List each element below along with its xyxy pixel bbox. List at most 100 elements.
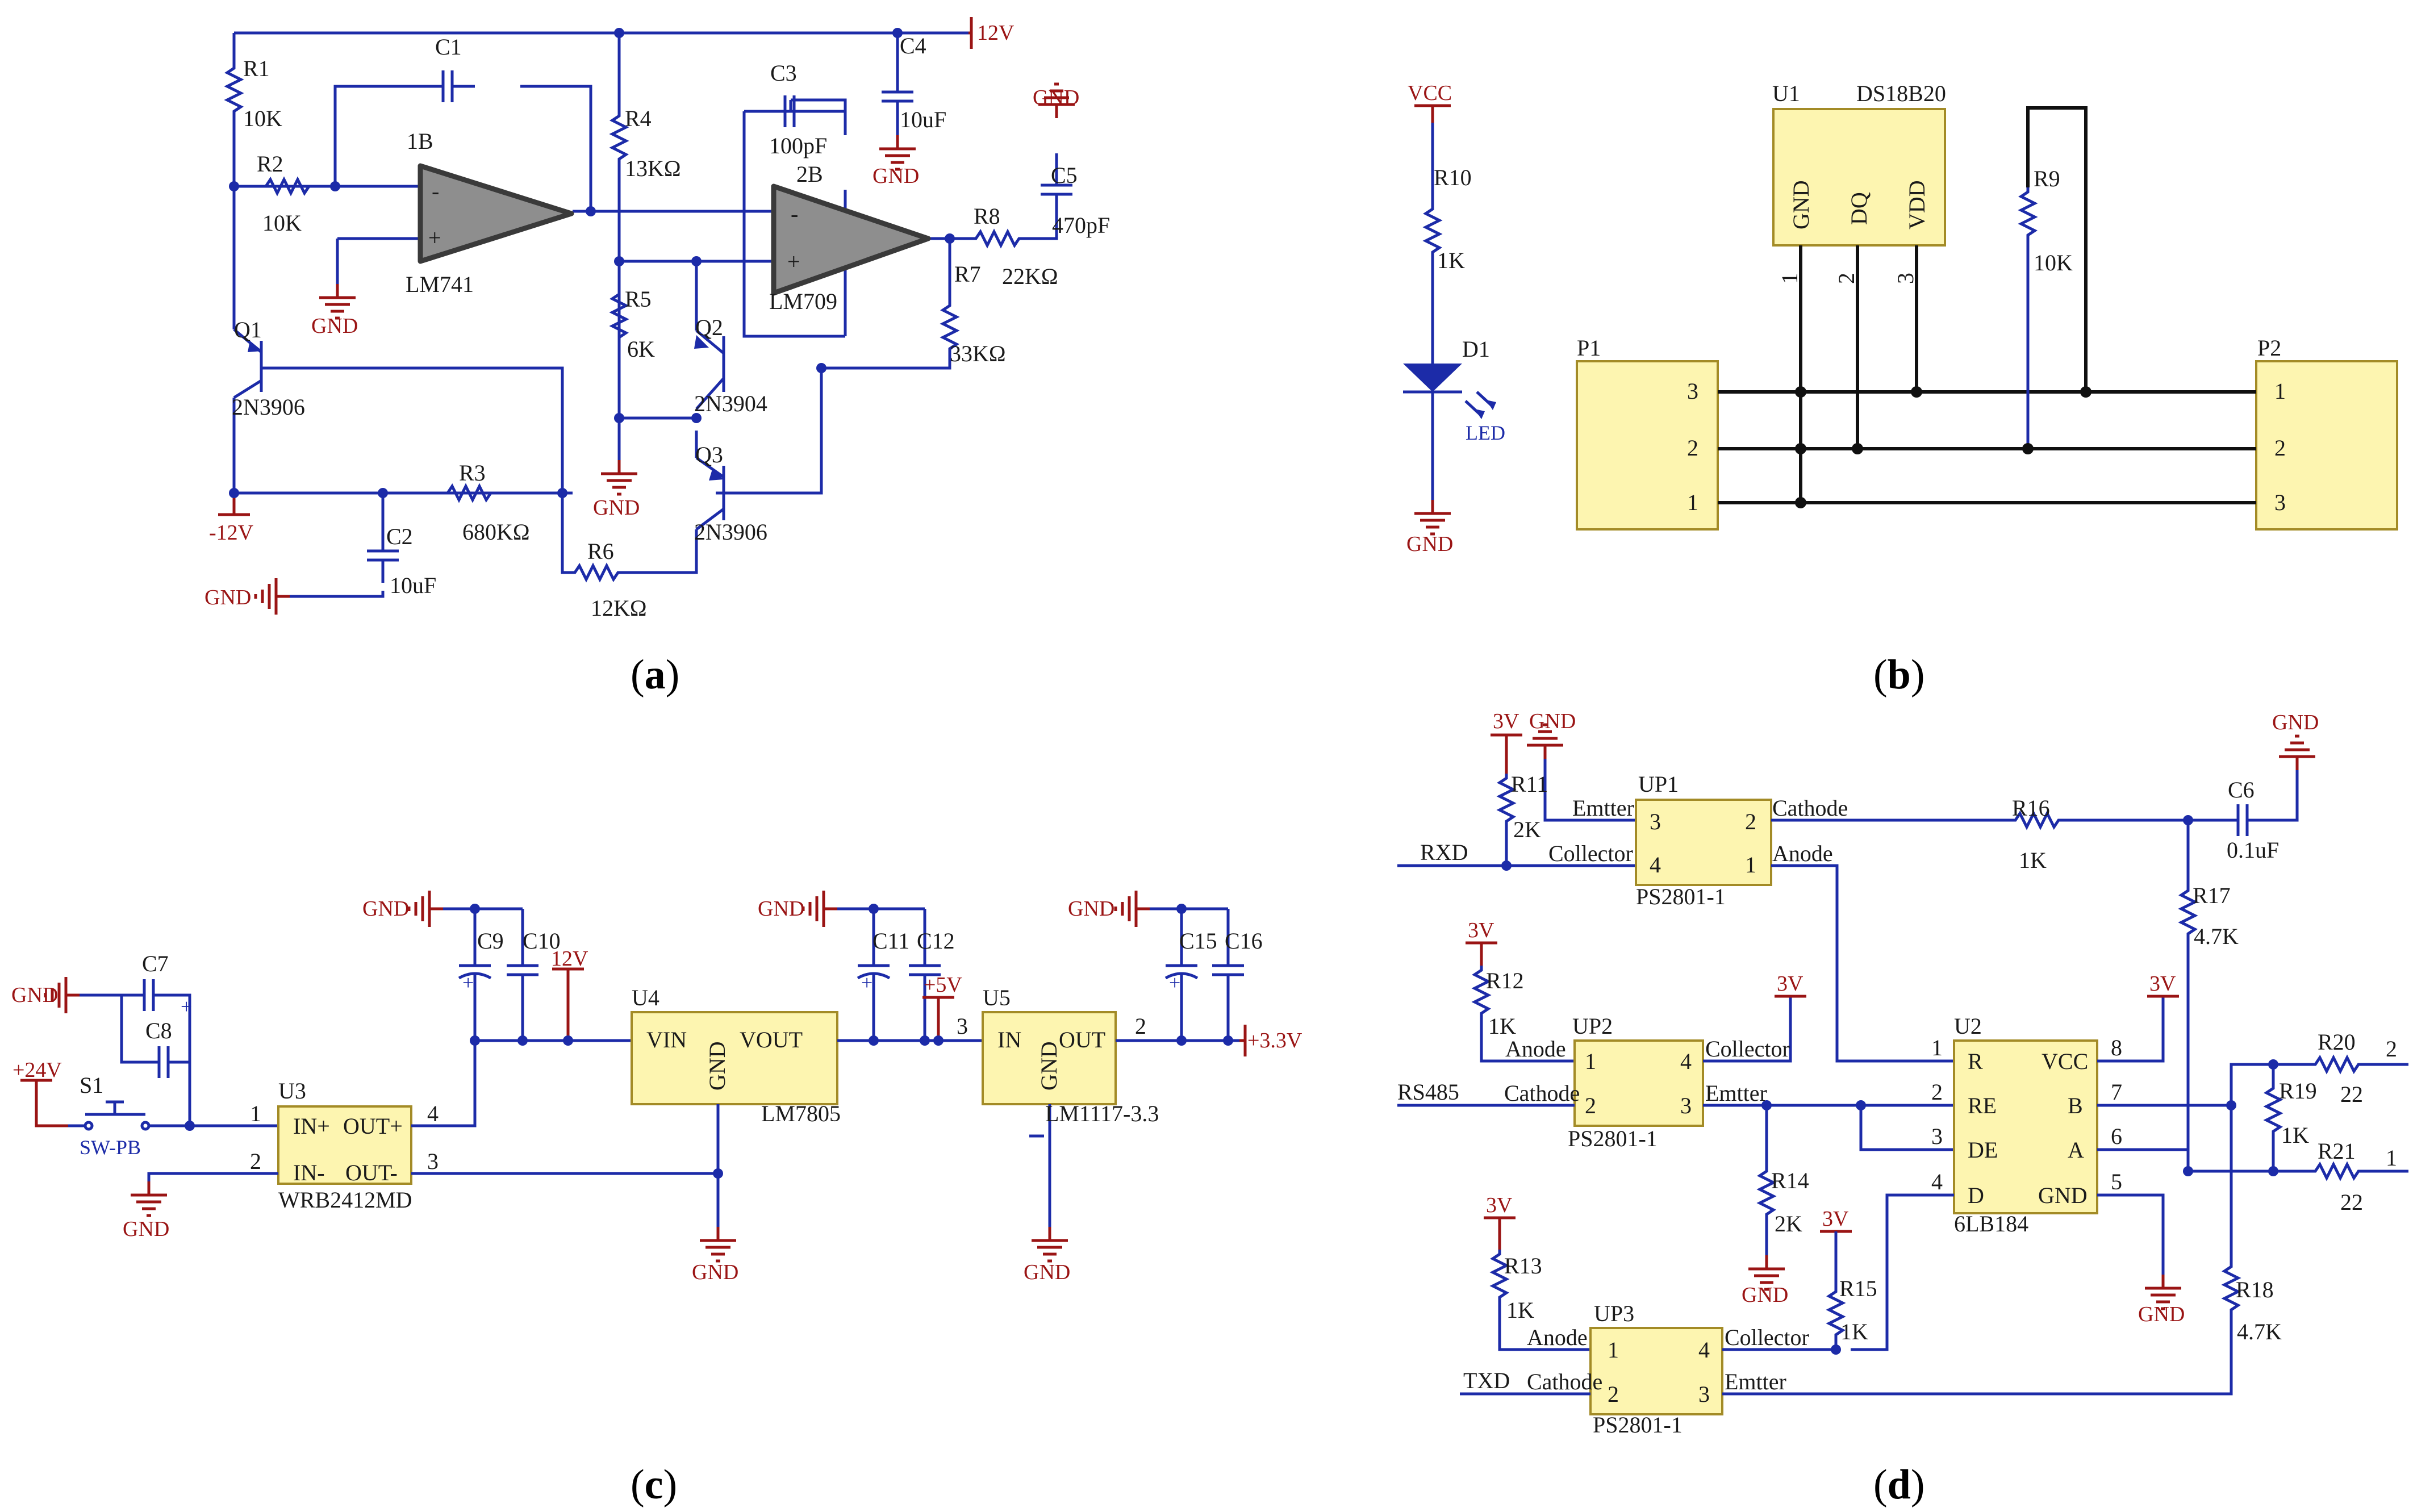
part-6lb184: 6LB184: [1954, 1211, 2028, 1237]
net-label-12v: 12V: [551, 947, 588, 971]
label-r15: R15: [1839, 1276, 1877, 1301]
pin-vdd: VDD: [1904, 180, 1930, 229]
value-r1: 10K: [243, 106, 282, 131]
pin-b: B: [2068, 1093, 2083, 1118]
value-r3: 680KΩ: [462, 519, 530, 545]
net-label-3v: 3V: [1486, 1193, 1513, 1217]
pin-emitter: Emtter: [1705, 1080, 1767, 1106]
pin-dq: DQ: [1846, 192, 1872, 225]
module-u3: [277, 1105, 412, 1185]
gnd-label: GND: [2138, 1302, 2185, 1326]
pin-cathode: Cathode: [1527, 1369, 1602, 1394]
pin-number: 3: [957, 1013, 968, 1039]
pin-number: 1: [1745, 852, 1756, 878]
gnd-label: GND: [1529, 709, 1576, 733]
pin-d: D: [1968, 1183, 1984, 1208]
pin-number: 4: [1680, 1049, 1692, 1074]
pin-number: 1: [1687, 490, 1698, 515]
pin-number: 2: [1135, 1013, 1146, 1039]
label-c15: C15: [1179, 928, 1217, 954]
pin-number: 2: [1687, 435, 1698, 461]
label-c2: C2: [386, 524, 413, 549]
net-label-minus12v: -12V: [209, 521, 254, 545]
capacitor-c7: [122, 979, 176, 1011]
value-r8: 22KΩ: [1002, 264, 1058, 289]
pin-number: 3: [1650, 809, 1661, 834]
led-d1: [1403, 364, 1496, 419]
gnd-label: GND: [1406, 532, 1453, 556]
opamp-minus: -: [432, 178, 439, 204]
opamp-plus: +: [787, 249, 800, 274]
pin-number: 1: [1777, 273, 1802, 284]
label-c6: C6: [2228, 777, 2255, 803]
label-r16: R16: [2012, 795, 2050, 821]
pin-number: 1: [250, 1101, 261, 1126]
transistor-q2: [694, 329, 725, 410]
gnd-label: GND: [1068, 897, 1114, 921]
label-q2: Q2: [695, 315, 723, 340]
pin-number: 4: [1931, 1169, 1943, 1194]
resistor-r21: [2311, 1164, 2362, 1178]
net-label-5v: +5V: [924, 973, 962, 997]
label-r3: R3: [459, 460, 486, 486]
optocoupler-up3: [1589, 1327, 1723, 1415]
label-led: LED: [1466, 421, 1505, 444]
pin-number: 3: [2274, 490, 2286, 515]
part-wrb2412md: WRB2412MD: [278, 1187, 412, 1213]
pin-gnd: GND: [2038, 1183, 2088, 1208]
panel-d-caption: (d): [1873, 1461, 1924, 1508]
pin-number: 2: [1585, 1093, 1596, 1118]
label-c1: C1: [435, 34, 462, 60]
pin-number: 2: [250, 1148, 261, 1174]
label-r12: R12: [1486, 968, 1524, 993]
gnd-label: GND: [1033, 86, 1079, 110]
value-r20: 22: [2340, 1081, 2363, 1107]
pin-emitter: Emtter: [1572, 795, 1634, 821]
pin-in-minus: IN-: [293, 1160, 325, 1185]
pin-number: 1: [1931, 1035, 1943, 1060]
panel-a: 12V -12V GND GND GND GND GND R1 10K R2 1…: [204, 17, 1110, 698]
pin-anode: Anode: [1527, 1325, 1588, 1350]
pin-re: RE: [1968, 1093, 1997, 1118]
label-u1: U1: [1772, 81, 1800, 106]
ground-symbol: [319, 284, 356, 318]
pin-number: 3: [427, 1148, 439, 1174]
pin-vout: VOUT: [740, 1027, 803, 1052]
gnd-label: GND: [311, 314, 358, 338]
gnd-label: GND: [362, 897, 409, 921]
label-r9: R9: [2034, 166, 2060, 191]
label-sw-pb: SW-PB: [80, 1136, 141, 1159]
value-r18: 4.7K: [2237, 1319, 2282, 1344]
part-q3: 2N3906: [694, 519, 767, 545]
pin-number: 7: [2111, 1079, 2122, 1105]
value-c4: 10uF: [900, 107, 946, 132]
value-r14: 2K: [1775, 1211, 1802, 1237]
panel-c-caption: (c): [631, 1461, 677, 1508]
label-r4: R4: [625, 106, 652, 131]
pin-number: 1: [2274, 378, 2286, 404]
pin-number: 3: [1680, 1093, 1692, 1118]
value-r16: 1K: [2019, 847, 2047, 873]
output-pin: 1: [2386, 1145, 2397, 1171]
label-c16: C16: [1225, 928, 1263, 954]
plus-mark: +: [861, 971, 872, 994]
part-ds18b20: DS18B20: [1856, 81, 1946, 106]
part-q2: 2N3904: [694, 391, 767, 416]
pin-number: 4: [1650, 852, 1661, 878]
pin-vin: VIN: [646, 1027, 687, 1052]
resistor-r20: [2311, 1058, 2362, 1071]
label-c5: C5: [1051, 162, 1078, 188]
pin-anode: Anode: [1505, 1036, 1566, 1062]
opamp-1b: [418, 163, 574, 264]
gnd-label: GND: [123, 1217, 169, 1241]
label-c12: C12: [917, 928, 955, 954]
value-r4: 13KΩ: [625, 156, 681, 181]
part-ps2801: PS2801-1: [1636, 884, 1726, 909]
pin-cathode: Cathode: [1772, 795, 1848, 821]
label-r18: R18: [2236, 1277, 2274, 1302]
label-r11: R11: [1511, 771, 1548, 797]
pin-collector: Collector: [1725, 1325, 1809, 1350]
value-r15: 1K: [1840, 1319, 1868, 1344]
label-p1: P1: [1577, 335, 1601, 361]
label-r17: R17: [2193, 883, 2231, 908]
